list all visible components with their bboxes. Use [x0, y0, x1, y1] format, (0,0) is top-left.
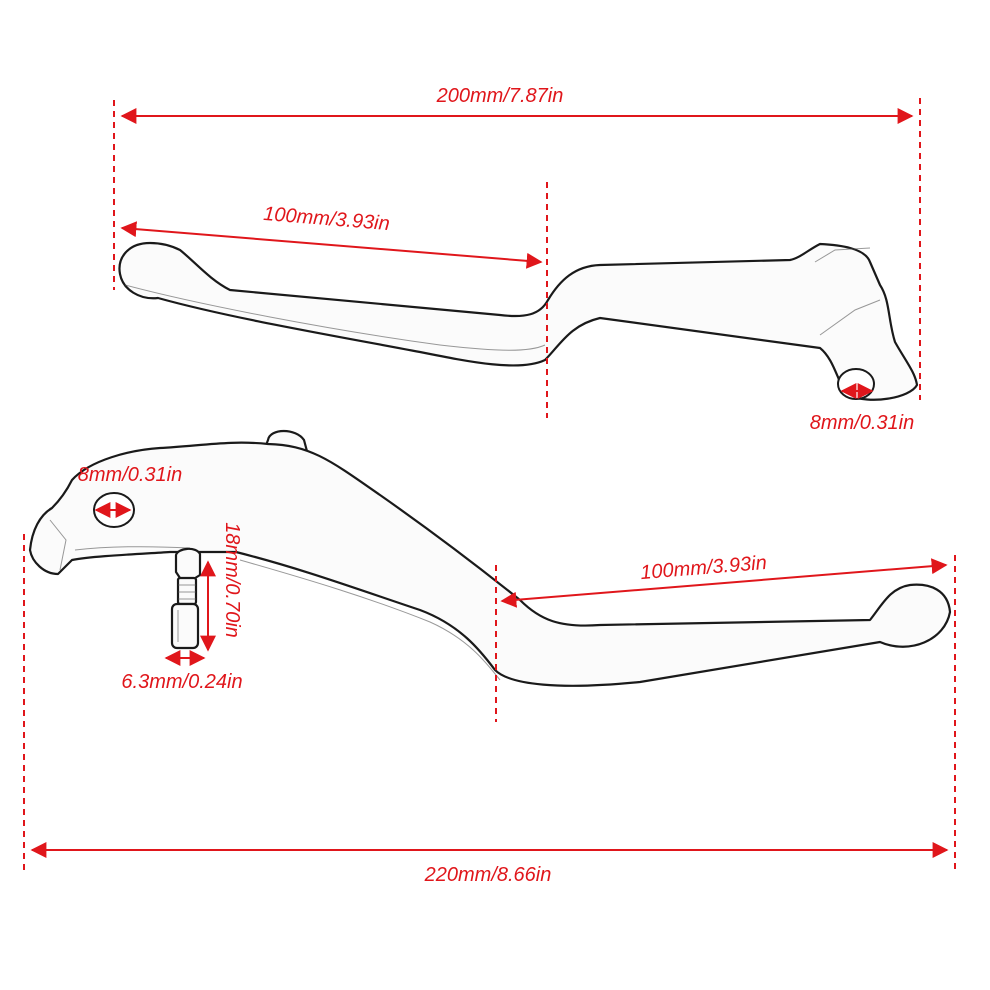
lower-hole-label: 8mm/0.31in: [78, 464, 183, 486]
upper-overall-length-label: 200mm/7.87in: [436, 85, 564, 107]
lower-lever-edge: [239, 559, 501, 681]
upper-half-dimension-line: [120, 221, 543, 269]
lower-lever: 220mm/8.66in 100mm/3.93in 8mm/0.31in 18m…: [23, 429, 956, 886]
lower-overall-length-label: 220mm/8.66in: [424, 864, 552, 886]
upper-half-length-label: 100mm/3.93in: [262, 203, 390, 235]
upper-hole-label: 8mm/0.31in: [810, 412, 915, 434]
pin-length-label: 18mm/0.70in: [221, 522, 243, 638]
upper-lever-head-edge: [814, 247, 881, 336]
upper-lever-edge: [124, 284, 546, 351]
lower-half-length-label: 100mm/3.93in: [639, 552, 767, 584]
upper-lever-body: [118, 241, 919, 401]
pin-diameter-label: 6.3mm/0.24in: [121, 671, 242, 693]
adjuster-pin: [170, 547, 202, 650]
upper-pivot-hole: [837, 368, 875, 400]
lower-half-dimension-line: [500, 558, 948, 608]
lower-lever-head-edge: [49, 519, 191, 571]
upper-lever: 200mm/7.87in 100mm/3.93in 8mm/0.31in: [113, 85, 921, 434]
